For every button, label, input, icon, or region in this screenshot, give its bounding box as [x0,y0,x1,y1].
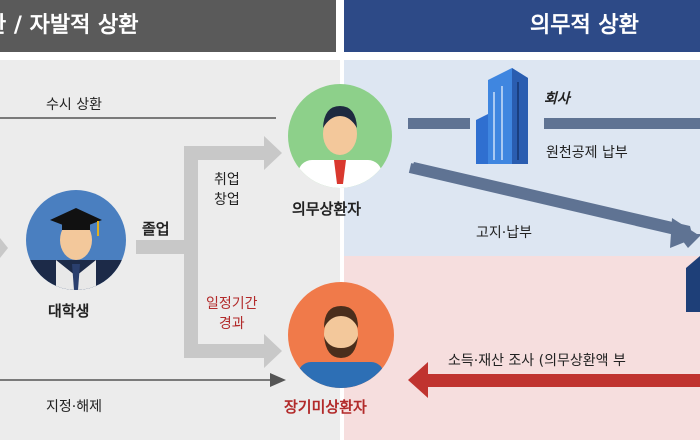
designation-arrowhead [270,373,286,387]
designation-label: 지정·해제 [46,399,102,415]
to-company-arrow [408,118,470,129]
notify-arrow-body [408,163,686,237]
employment-label: 취업 창업 [214,170,240,210]
branch-top [184,146,266,160]
graduation-label: 졸업 [142,220,170,238]
bearded-man-icon [298,306,384,388]
notify-arrowhead [670,218,700,248]
branch-vertical [184,148,198,354]
income-survey-label: 소득·재산 조사 (의무상환액 부 [448,353,626,369]
branch-bottom [184,344,266,358]
branch-bottom-arrowhead [264,334,282,368]
survey-arrowhead [408,362,428,398]
long-term-avatar [288,282,394,388]
student-label: 대학생 [48,302,90,320]
long-term-label: 장기미상환자 [284,398,367,416]
survey-arrow-body [426,374,700,387]
mandatory-repay-title: 의무적 상환 [530,13,639,38]
voluntary-repay-title: 환 / 자발적 상환 [0,13,139,38]
survey-zone [344,256,700,440]
branch-top-arrowhead [264,136,282,170]
obligated-avatar [288,84,392,188]
entry-arrow [0,238,8,258]
occasional-repay-label: 수시 상환 [46,97,102,113]
withholding-label: 원천공제 납부 [546,145,628,161]
graduation-trunk [136,240,192,254]
mandatory-repay-header: 의무적 상환 [344,0,700,52]
company-to-nts-arrow [544,118,700,129]
period-line1: 일정기간 [206,296,258,312]
tax-office-icon [686,256,700,312]
employment-line1: 취업 [214,172,240,188]
man-tie-icon [298,106,382,188]
period-label: 일정기간 경과 [206,294,258,334]
company-label: 회사 [544,91,570,107]
employment-line2: 창업 [214,192,240,208]
graduate-icon [26,208,126,290]
notify-pay-label: 고지·납부 [476,225,532,241]
student-avatar [26,190,126,290]
obligated-label: 의무상환자 [292,200,362,218]
company-building-icon [476,68,528,164]
voluntary-repay-header: 환 / 자발적 상환 [0,0,336,52]
period-line2: 경과 [218,316,245,332]
